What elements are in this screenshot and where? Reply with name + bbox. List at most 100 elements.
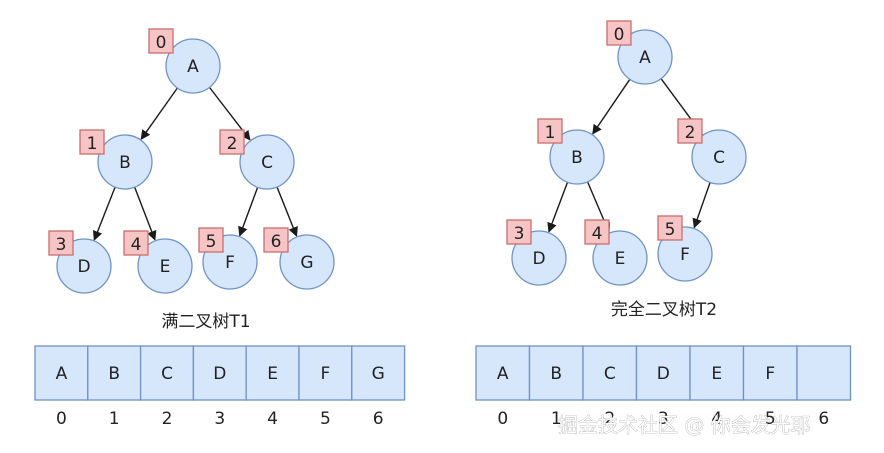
node-label: D	[532, 249, 545, 269]
badge-label: 4	[131, 235, 142, 255]
node-label: F	[680, 245, 690, 265]
array-index-label: 3	[658, 409, 669, 429]
array-cell-box	[139, 345, 195, 401]
node-circle	[239, 134, 295, 190]
tree-node: B	[97, 134, 153, 190]
array-cell-label: A	[56, 364, 68, 384]
array-index-label: 2	[604, 409, 615, 429]
node-index-badge: 5	[198, 227, 224, 253]
tree-caption: 完全二叉树T2	[611, 300, 717, 320]
tree-edge	[92, 186, 116, 241]
array-cell-label: B	[108, 364, 120, 384]
badge-label: 5	[206, 232, 217, 252]
node-index-badge: 4	[123, 230, 149, 256]
array-index-label: 3	[214, 409, 225, 429]
array-cell-label: D	[213, 364, 226, 384]
array-cell: C	[582, 345, 638, 401]
array-cell-box	[689, 345, 745, 401]
array-cell: D	[635, 345, 691, 401]
badge-box	[537, 118, 563, 144]
array-cell-label: F	[321, 364, 331, 384]
badge-box	[148, 28, 174, 54]
node-label: A	[187, 57, 199, 77]
badge-box	[79, 129, 105, 155]
badge-label: 4	[592, 224, 603, 244]
badge-box	[677, 118, 703, 144]
array-index-label: 4	[711, 409, 722, 429]
node-label: D	[77, 257, 90, 277]
array-index-label: 1	[551, 409, 562, 429]
badge-label: 0	[156, 33, 167, 53]
tree-edge	[238, 187, 259, 237]
node-index-badge: 4	[584, 219, 610, 245]
badge-label: 0	[614, 25, 625, 45]
node-label: C	[713, 148, 725, 168]
badge-label: 2	[685, 123, 696, 143]
array-cell: E	[689, 345, 745, 401]
array-index-label: 0	[497, 409, 508, 429]
tree-edge	[140, 87, 178, 140]
array-cell-box	[742, 345, 798, 401]
array-cell: A	[475, 345, 531, 401]
array-cell: D	[192, 345, 247, 401]
badge-box	[606, 20, 632, 46]
node-index-badge: 0	[606, 20, 632, 46]
array-cell-label: D	[657, 364, 670, 384]
node-circle	[279, 234, 335, 290]
tree-node: C	[691, 129, 747, 185]
badge-box	[48, 230, 74, 256]
tree-edge	[276, 186, 298, 237]
array-cell-label: A	[497, 364, 509, 384]
tree-node: E	[137, 238, 193, 294]
badge-label: 1	[87, 134, 98, 154]
badge-box	[219, 129, 245, 155]
node-index-badge: 5	[657, 215, 683, 241]
node-circle	[691, 129, 747, 185]
badge-label: 3	[514, 224, 525, 244]
array-index-label: 2	[162, 409, 173, 429]
node-index-badge: 2	[219, 129, 245, 155]
badge-box	[506, 219, 532, 245]
node-label: F	[225, 253, 235, 273]
tree-edge	[592, 78, 631, 135]
badge-box	[263, 227, 289, 253]
node-label: B	[119, 153, 131, 173]
badge-box	[657, 215, 683, 241]
array-cell	[796, 345, 852, 401]
tree-caption: 满二叉树T1	[161, 312, 250, 332]
array-cell: C	[139, 345, 195, 401]
array-cell-box	[192, 345, 247, 401]
node-circle	[137, 238, 193, 294]
badge-label: 6	[271, 232, 282, 252]
array-cell-label: F	[765, 364, 775, 384]
array-index-label: 4	[267, 409, 278, 429]
array-cell: F	[298, 345, 353, 401]
array-index-label: 5	[765, 409, 776, 429]
array-index-label: 6	[373, 409, 384, 429]
tree-edge	[547, 182, 569, 233]
tree-node: G	[279, 234, 335, 290]
array-cell: B	[528, 345, 584, 401]
badge-box	[584, 219, 610, 245]
array-index-label: 6	[818, 409, 829, 429]
node-index-badge: 6	[263, 227, 289, 253]
badge-label: 3	[56, 235, 67, 255]
badge-box	[123, 230, 149, 256]
array-cell: G	[351, 345, 406, 401]
array-cell-label: C	[161, 364, 173, 384]
node-index-badge: 3	[506, 219, 532, 245]
array-index-label: 5	[320, 409, 331, 429]
array-cell-box	[475, 345, 531, 401]
node-circle	[97, 134, 153, 190]
array-cell-label: E	[267, 364, 278, 384]
node-label: B	[571, 148, 583, 168]
node-label: G	[300, 253, 313, 273]
node-label: E	[160, 257, 171, 277]
array-cell-box	[528, 345, 584, 401]
array-cell-label: C	[604, 364, 616, 384]
node-label: C	[261, 153, 273, 173]
array-cell-box	[351, 345, 406, 401]
node-circle	[165, 38, 221, 94]
tree-edge	[692, 182, 711, 229]
